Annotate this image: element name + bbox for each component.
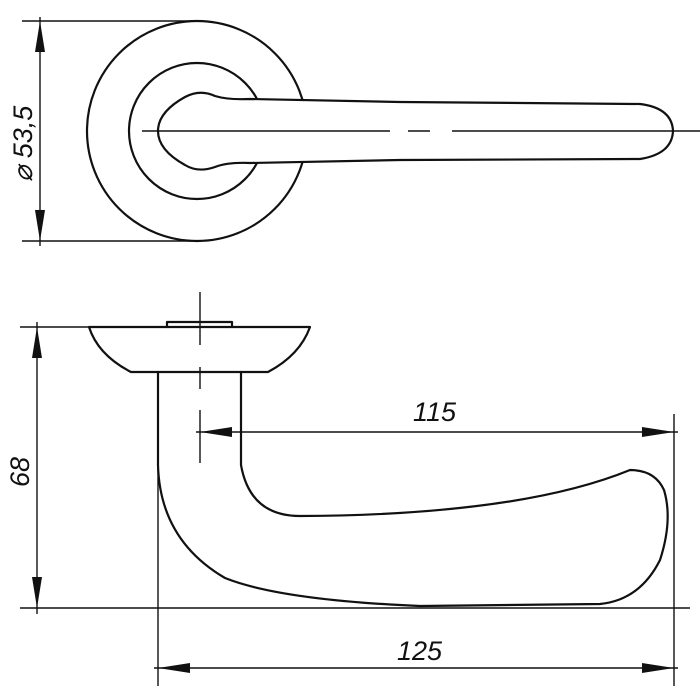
arrow-down-icon — [35, 210, 45, 241]
height-label: 68 — [5, 457, 35, 487]
arrow-down-icon — [32, 577, 42, 608]
length-115-label: 115 — [413, 397, 457, 427]
arrow-up-icon — [32, 327, 42, 358]
top-view: ⌀ 53,5 — [8, 17, 700, 246]
lever-outline — [156, 91, 675, 171]
lever-body-profile — [156, 370, 669, 608]
arrow-right-icon — [642, 427, 674, 437]
arrow-left-icon — [200, 427, 232, 437]
rosette-profile — [87, 325, 312, 374]
arrow-up-icon — [35, 21, 45, 52]
arrow-left-icon — [158, 663, 190, 673]
side-view: 68 115 125 — [5, 292, 690, 686]
lever-fill — [215, 96, 680, 166]
diameter-label: ⌀ 53,5 — [8, 105, 38, 182]
length-125-label: 125 — [397, 636, 443, 666]
arrow-right-icon — [642, 663, 674, 673]
